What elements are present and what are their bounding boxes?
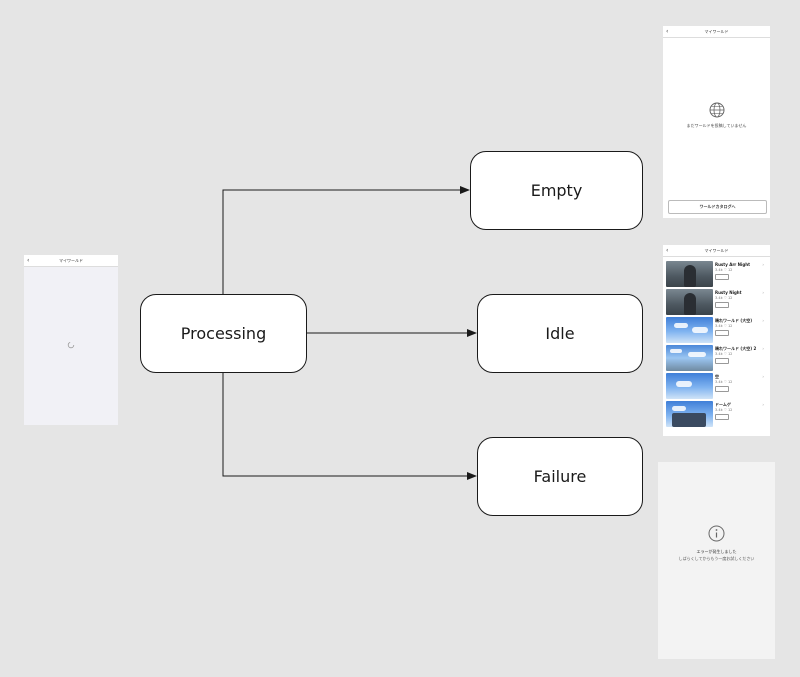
info-icon — [708, 525, 725, 542]
world-title: ドームゲ — [715, 402, 731, 407]
screen-loading: ‹ マイワールド — [24, 255, 118, 425]
nav-title: マイワールド — [704, 247, 729, 253]
world-tag — [715, 274, 729, 280]
error-title: エラーが発生しました — [696, 549, 737, 554]
edge-processing-failure — [222, 373, 477, 480]
list-item[interactable]: Rusty Night 3.4k ♡ 12 › — [666, 289, 767, 315]
chevron-right-icon: › — [762, 262, 764, 267]
world-meta: 3.4k ♡ 12 — [715, 268, 733, 272]
node-processing[interactable]: Processing — [140, 294, 307, 373]
world-tag — [715, 302, 729, 308]
list-item[interactable]: 空 3.4k ♡ 12 › — [666, 373, 767, 399]
empty-message: まだワールドを投稿していません — [686, 123, 747, 128]
world-title: 晴れワールド (大空) 2 — [715, 346, 757, 351]
screen-failure: エラーが発生しました しばらくしてからもう一度お試しください — [658, 462, 775, 659]
navbar: ‹ マイワールド — [663, 26, 770, 38]
world-thumbnail — [666, 317, 713, 343]
navbar: ‹ マイワールド — [24, 255, 118, 267]
error-message: しばらくしてからもう一度お試しください — [678, 556, 755, 561]
chevron-right-icon: › — [762, 346, 764, 351]
screen-empty: ‹ マイワールド まだワールドを投稿していません ワールドカタログへ — [663, 26, 770, 218]
nav-title: マイワールド — [59, 257, 83, 263]
node-idle-label: Idle — [545, 324, 575, 343]
edge-processing-empty — [222, 186, 470, 294]
world-title: Rusty Arr Night — [715, 262, 750, 267]
globe-icon — [709, 102, 725, 118]
world-thumbnail — [666, 401, 713, 427]
world-meta: 3.4k ♡ 12 — [715, 324, 733, 328]
chevron-right-icon: › — [762, 290, 764, 295]
world-meta: 3.4k ♡ 12 — [715, 296, 733, 300]
chevron-right-icon: › — [762, 318, 764, 323]
world-meta: 3.4k ♡ 12 — [715, 408, 733, 412]
node-empty[interactable]: Empty — [470, 151, 643, 230]
node-idle[interactable]: Idle — [477, 294, 643, 373]
world-tag — [715, 414, 729, 420]
world-meta: 3.4k ♡ 12 — [715, 352, 733, 356]
node-processing-label: Processing — [180, 324, 267, 343]
chevron-right-icon: › — [762, 402, 764, 407]
world-tag — [715, 386, 729, 392]
chevron-right-icon: › — [762, 374, 764, 379]
nav-title: マイワールド — [704, 28, 729, 34]
list-item[interactable]: 晴れワールド (大空) 2 3.4k ♡ 12 › — [666, 345, 767, 371]
chevron-left-icon[interactable]: ‹ — [666, 27, 669, 35]
chevron-left-icon[interactable]: ‹ — [27, 256, 30, 264]
node-failure-label: Failure — [533, 467, 587, 486]
world-title: 晴れワールド (大空) — [715, 318, 753, 323]
chevron-left-icon[interactable]: ‹ — [666, 246, 669, 254]
node-empty-label: Empty — [530, 181, 583, 200]
loading-icon — [67, 341, 75, 349]
world-title: Rusty Night — [715, 290, 742, 295]
node-failure[interactable]: Failure — [477, 437, 643, 516]
list-item[interactable]: ドームゲ 3.4k ♡ 12 › — [666, 401, 767, 427]
world-title: 空 — [715, 374, 719, 379]
list-item[interactable]: 晴れワールド (大空) 3.4k ♡ 12 › — [666, 317, 767, 343]
world-meta: 3.4k ♡ 12 — [715, 380, 733, 384]
world-thumbnail — [666, 289, 713, 315]
world-thumbnail — [666, 345, 713, 371]
world-tag — [715, 330, 729, 336]
list-item[interactable]: Rusty Arr Night 3.4k ♡ 12 › — [666, 261, 767, 287]
world-tag — [715, 358, 729, 364]
world-thumbnail — [666, 373, 713, 399]
screen-idle: ‹ マイワールド Rusty Arr Night 3.4k ♡ 12 › Rus… — [663, 245, 770, 436]
world-catalog-button[interactable]: ワールドカタログへ — [668, 200, 767, 214]
navbar: ‹ マイワールド — [663, 245, 770, 257]
world-thumbnail — [666, 261, 713, 287]
